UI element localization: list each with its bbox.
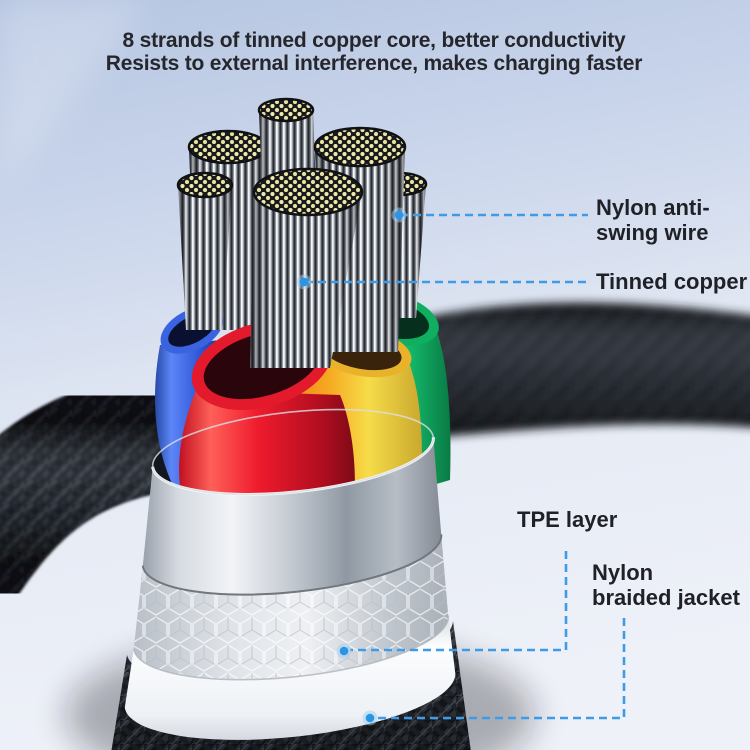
background-cable-right <box>420 302 750 438</box>
callout-dot-tpe <box>336 643 352 659</box>
headline: 8 strands of tinned copper core, better … <box>52 29 696 75</box>
callout-label-tpe-layer: TPE layer <box>517 507 618 532</box>
callout-line-jacket <box>374 618 626 720</box>
tpe-layer <box>124 615 456 740</box>
callout-dot-anti-swing <box>391 207 407 223</box>
callout-dots <box>296 207 407 726</box>
headline-line1: 8 strands of tinned copper core, better … <box>122 29 626 52</box>
callout-lines <box>305 213 626 720</box>
headline-line2: Resists to external interference, makes … <box>105 52 643 75</box>
callout-line-tpe <box>350 551 568 652</box>
callout-label-nylon-braided-jacket: Nylon braided jacket <box>592 560 740 610</box>
foil-shield-layer <box>133 534 449 680</box>
callout-label-tinned-copper: Tinned copper <box>596 269 748 294</box>
callout-dot-tinned-copper <box>296 274 312 290</box>
metal-ring-layer <box>142 408 442 595</box>
callout-label-anti-swing-wire: Nylon anti- swing wire <box>596 195 710 245</box>
callout-dot-jacket <box>362 710 378 726</box>
